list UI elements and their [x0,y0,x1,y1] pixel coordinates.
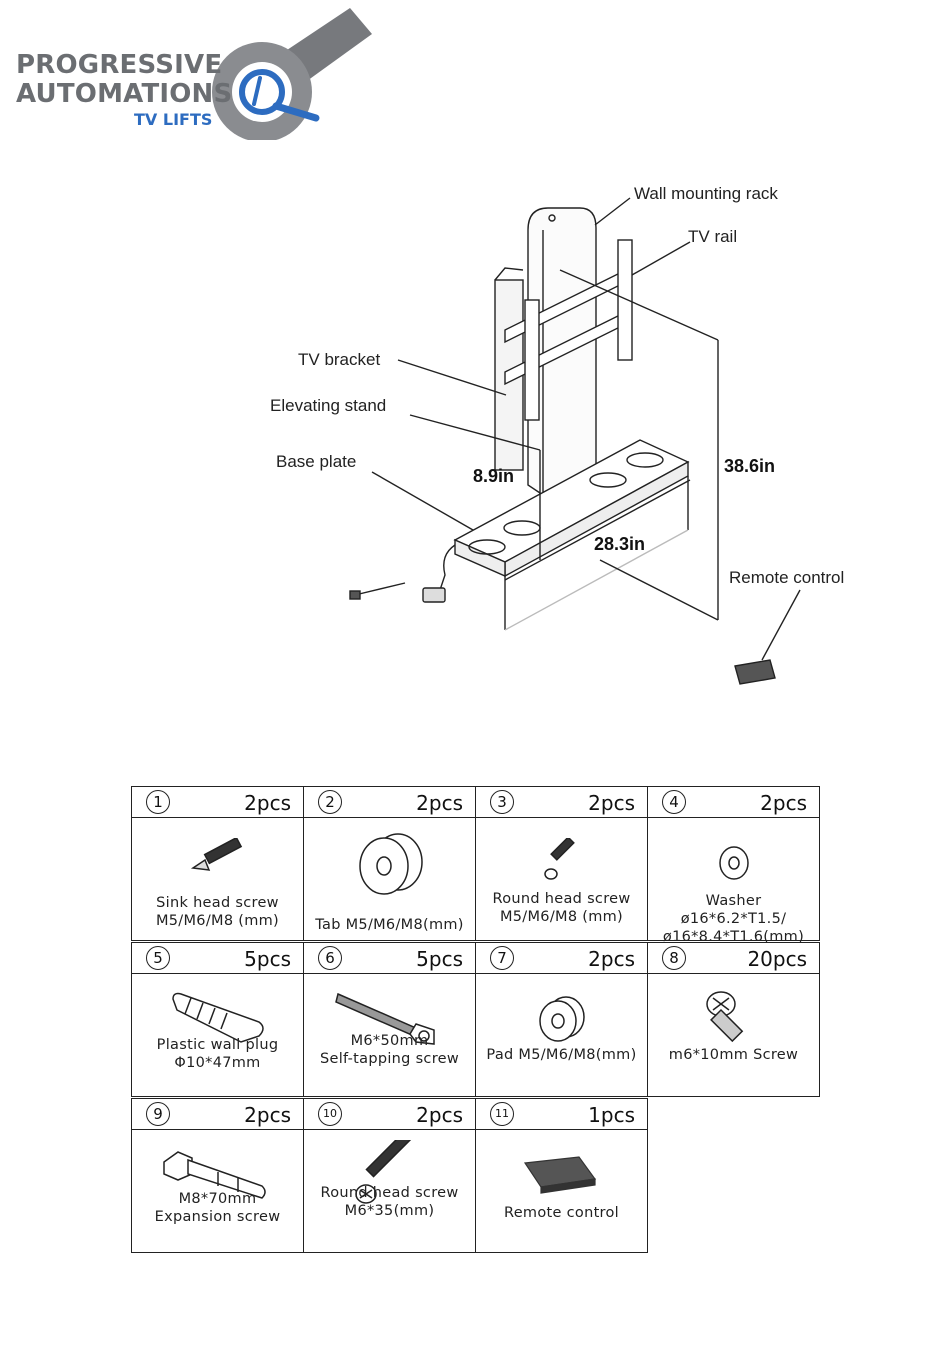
brand-logo: PROGRESSIVE AUTOMATIONS TV LIFTS [0,0,380,140]
product-diagram: Wall mounting rack TV rail TV bracket El… [0,150,950,710]
part-number: 7 [490,946,514,970]
pad-icon [476,980,647,1058]
part-quantity: 2pcs [244,1103,291,1127]
part-number: 9 [146,1102,170,1126]
part-label-line: Plastic wall plug [156,1037,279,1053]
part-label-line: M5/M6/M8 (mm) [155,913,280,929]
callout-tv-rail: TV rail [688,227,738,246]
tab-spacer-icon [304,824,475,902]
callout-tv-bracket: TV bracket [298,350,381,369]
callout-elevating-stand: Elevating stand [270,396,387,415]
wall-plug-icon [132,980,303,1058]
callout-wall-mounting-rack: Wall mounting rack [634,184,778,203]
part-label-line: M6*50mm [350,1033,429,1049]
part-label-line: Φ10*47mm [174,1055,261,1071]
part-label-line: Round head screw [492,891,631,907]
part-number: 10 [318,1102,342,1126]
part-header: 4 2pcs [647,786,820,818]
part-header: 2 2pcs [303,786,476,818]
part-quantity: 2pcs [244,791,291,815]
washer-icon [648,824,819,902]
part-cell: Washer ø16*6.2*T1.5/ø16*8.4*T1.6(mm) [647,817,820,945]
part-number: 4 [662,790,686,814]
part-label-line: M5/M6/M8 (mm) [499,909,624,925]
part-quantity: 2pcs [760,791,807,815]
part-number: 5 [146,946,170,970]
part-label-line: Washer [705,893,762,909]
part-label-line: M8*70mm [178,1191,257,1207]
part-quantity: 2pcs [416,1103,463,1127]
part-header: 6 5pcs [303,942,476,974]
part-label-line: Tab M5/M6/M8(mm) [315,917,464,933]
callout-base-plate: Base plate [276,452,357,471]
part-quantity: 5pcs [416,947,463,971]
part-label-line: Pad M5/M6/M8(mm) [486,1047,637,1063]
part-cell: Tab M5/M6/M8(mm) [303,817,476,941]
part-quantity: 1pcs [588,1103,635,1127]
part-label-line: M6*35(mm) [344,1203,435,1219]
part-quantity: 2pcs [588,947,635,971]
part-label-line: Self-tapping screw [319,1051,460,1067]
part-header: 5 5pcs [131,942,304,974]
remote-control-icon [476,1136,647,1214]
self-tapping-screw-icon [304,980,475,1058]
part-label-line: Sink head screw [156,895,279,911]
part-header: 8 20pcs [647,942,820,974]
part-label-line: Expansion screw [154,1209,281,1225]
logo-mark-icon [212,8,372,140]
part-header: 7 2pcs [475,942,648,974]
part-quantity: 2pcs [416,791,463,815]
part-quantity: 20pcs [747,947,807,971]
part-number: 6 [318,946,342,970]
part-quantity: 5pcs [244,947,291,971]
long-round-head-screw-icon [304,1136,475,1214]
brand-line-2: AUTOMATIONS [16,79,233,109]
part-number: 2 [318,790,342,814]
expansion-screw-icon [132,1136,303,1214]
part-number: 11 [490,1102,514,1126]
part-number: 1 [146,790,170,814]
brand-line-1: PROGRESSIVE [16,50,223,80]
part-cell: Remote control [475,1129,648,1253]
tv-lift-drawing [349,197,801,685]
dimension-depth: 28.3in [594,534,646,554]
part-header: 1 2pcs [131,786,304,818]
round-head-screw-icon [476,824,647,902]
callout-remote-control: Remote control [729,568,845,587]
part-cell: m6*10mm Screw [647,973,820,1097]
sink-head-screw-icon [132,824,303,902]
part-number: 3 [490,790,514,814]
short-screw-icon [648,980,819,1058]
part-label-line: ø16*8.4*T1.6(mm) [662,929,805,945]
part-label-line: ø16*6.2*T1.5/ [680,911,787,927]
part-header: 9 2pcs [131,1098,304,1130]
part-label-line: Round head screw [320,1185,459,1201]
part-quantity: 2pcs [588,791,635,815]
dimension-height: 38.6in [724,456,776,476]
dimension-width: 8.9in [473,466,515,486]
part-number: 8 [662,946,686,970]
brand-line-3: TV LIFTS [134,110,213,129]
part-label-line: Remote control [503,1205,620,1221]
part-label-line: m6*10mm Screw [668,1047,799,1063]
part-cell: Pad M5/M6/M8(mm) [475,973,648,1097]
part-header: 3 2pcs [475,786,648,818]
part-header: 11 1pcs [475,1098,648,1130]
part-header: 10 2pcs [303,1098,476,1130]
